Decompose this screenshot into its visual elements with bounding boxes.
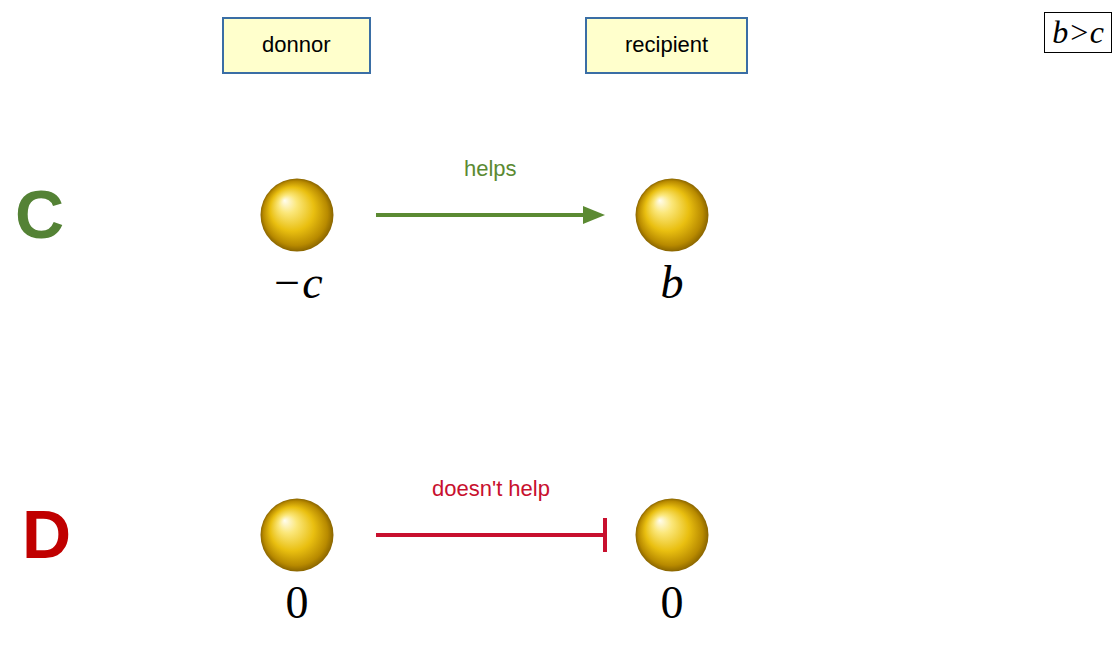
edge-label: doesn't help [429,477,553,501]
strategy-letter: C [15,180,64,248]
role-box: recipient [585,17,748,74]
agent-sphere: −c [260,178,334,252]
connector-line [376,213,587,217]
agent-sphere: 0 [635,498,709,572]
sphere-body [636,499,709,572]
connector-line [376,533,605,537]
payoff-value: −c [271,260,322,306]
agent-sphere: b [635,178,709,252]
inhibit-bar [603,518,607,552]
sphere-body [261,499,334,572]
edge-label: helps [461,157,520,181]
payoff-value: 0 [661,580,684,626]
sphere-body [261,179,334,252]
sphere-graphic [260,498,334,572]
condition-box: b>c [1044,12,1112,53]
agent-sphere: 0 [260,498,334,572]
payoff-value: b [661,260,684,306]
no-help-line [376,518,605,552]
box-text: recipient [625,31,708,60]
strategy-letter: D [22,500,71,568]
box-text: b>c [1052,15,1104,50]
payoff-value: 0 [286,580,309,626]
sphere-graphic [260,178,334,252]
sphere-body [636,179,709,252]
role-box: donnor [222,17,371,74]
arrow-head [583,206,605,224]
sphere-graphic [635,178,709,252]
help-arrow [376,206,605,224]
box-text: donnor [262,31,331,60]
sphere-graphic [635,498,709,572]
